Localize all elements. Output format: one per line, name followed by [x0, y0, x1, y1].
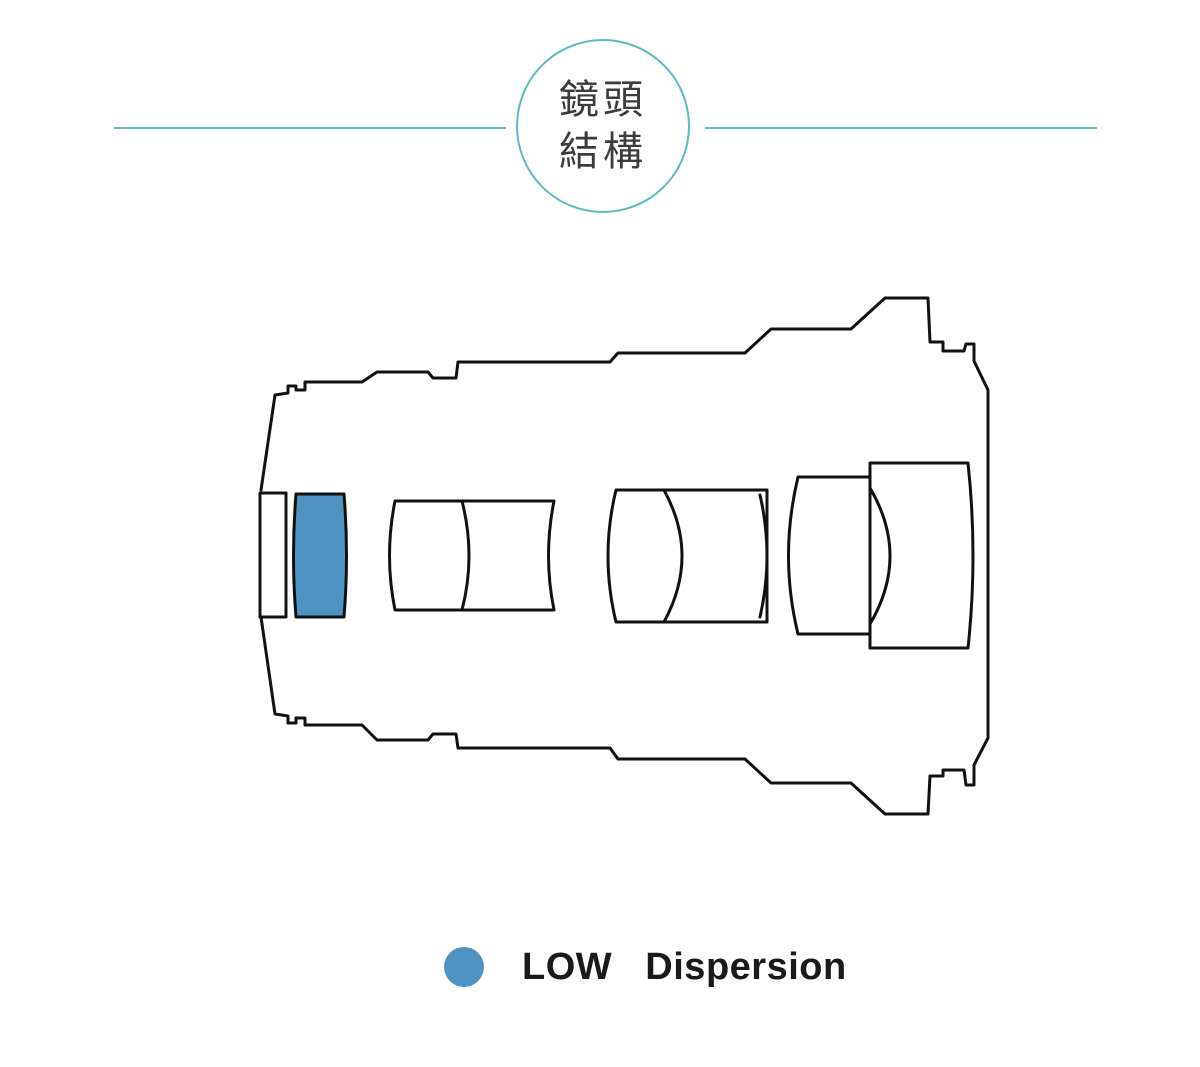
low-dispersion-element: [292, 492, 348, 619]
element-group-4-front: [787, 475, 872, 636]
header-divider-left: [114, 127, 506, 129]
section-title-badge: 鏡頭 結構: [516, 39, 690, 213]
legend: LOW Dispersion: [444, 944, 847, 990]
section-title-line-1: 鏡頭: [559, 77, 647, 123]
element-group-2: [388, 499, 556, 612]
element-group-2-interface: [460, 499, 471, 612]
element-group-4-rear: [868, 461, 975, 650]
lens-barrel-outline: [259, 296, 990, 816]
front-filter-element: [258, 491, 288, 619]
header-divider-right: [705, 127, 1097, 129]
legend-label: LOW Dispersion: [522, 945, 847, 988]
section-title-line-2: 結構: [559, 129, 647, 175]
low-dispersion-legend-swatch: [444, 947, 484, 987]
element-group-4-interface: [868, 486, 892, 626]
element-group-3-rear-surface: [758, 493, 769, 619]
element-group-3: [606, 488, 769, 624]
element-group-3-interface: [662, 488, 684, 624]
